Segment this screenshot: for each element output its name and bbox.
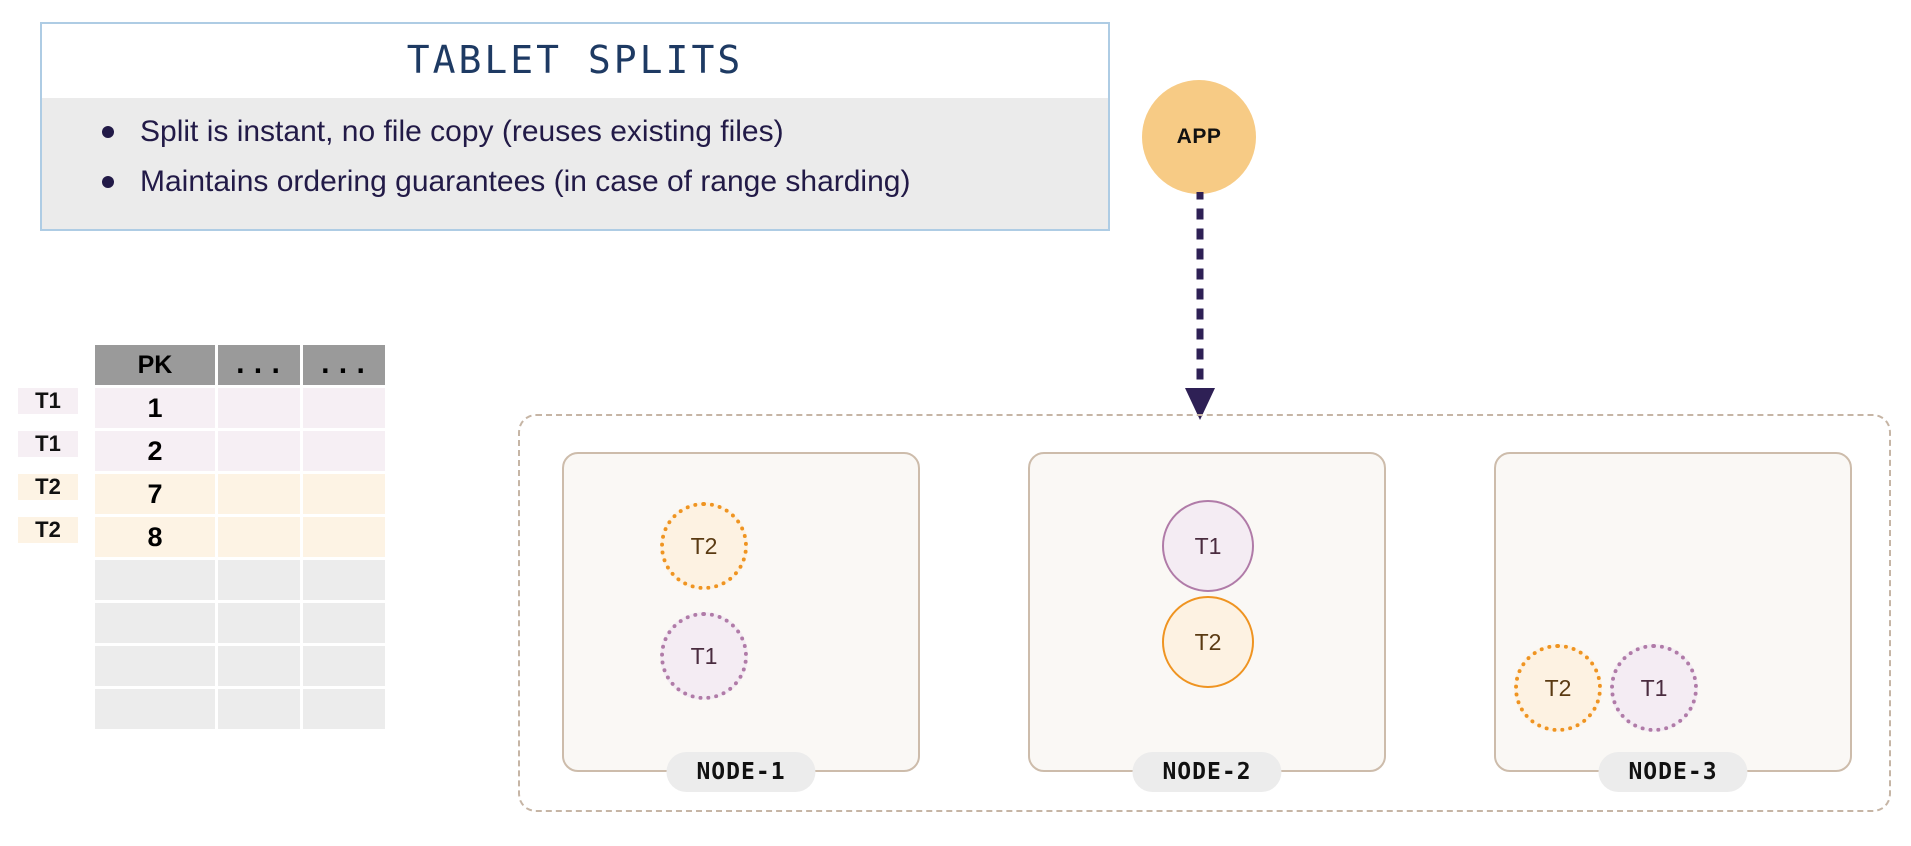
cell-blank	[218, 517, 300, 557]
cell-blank	[218, 689, 300, 729]
cell-pk: 2	[95, 431, 215, 471]
tag-column-spacer	[18, 689, 78, 729]
cell-pk: 1	[95, 388, 215, 428]
column-header-dots2: ...	[303, 345, 385, 385]
cell-blank	[218, 431, 300, 471]
bullet-text: Split is instant, no file copy (reuses e…	[140, 115, 784, 148]
bullet-list: Split is instant, no file copy (reuses e…	[42, 110, 1108, 205]
app-to-cluster-arrow-icon	[1185, 192, 1215, 420]
tablet-label: T1	[690, 642, 718, 669]
cell-blank	[95, 603, 215, 643]
tablet-label: T2	[690, 532, 718, 559]
cell-blank	[218, 388, 300, 428]
cell-blank	[303, 517, 385, 557]
cell-pk: 7	[95, 474, 215, 514]
column-header-pk: PK	[95, 345, 215, 385]
cell-blank	[303, 560, 385, 600]
cell-blank	[95, 646, 215, 686]
tag-column-spacer	[18, 560, 78, 600]
tablet-t1[interactable]: T1	[1610, 644, 1698, 732]
tablet-splits-panel: TABLET SPLITS Split is instant, no file …	[40, 22, 1110, 231]
tablet-t2[interactable]: T2	[660, 502, 748, 590]
row-tag: T2	[18, 474, 78, 500]
cell-blank	[303, 431, 385, 471]
cell-blank	[218, 603, 300, 643]
node-box-2[interactable]: T1 T2 NODE-2	[1028, 452, 1386, 792]
cell-pk: 8	[95, 517, 215, 557]
pk-table: PK ... ... T1 1 T1 2 T2 7 T2 8	[18, 345, 385, 732]
bullet-dot-icon	[102, 176, 114, 189]
cell-blank	[303, 689, 385, 729]
table-row: T2 7	[18, 474, 385, 514]
table-row: T1 1	[18, 388, 385, 428]
column-header-dots1: ...	[218, 345, 300, 385]
cell-blank	[303, 388, 385, 428]
tag-column-spacer	[18, 646, 78, 686]
cell-blank	[218, 560, 300, 600]
table-row: T1 2	[18, 431, 385, 471]
table-row: T2 8	[18, 517, 385, 557]
cell-blank	[218, 646, 300, 686]
table-row-empty	[18, 689, 385, 729]
cell-blank	[303, 603, 385, 643]
tablet-t1[interactable]: T1	[660, 612, 748, 700]
tag-column-spacer	[18, 345, 78, 385]
row-tag: T1	[18, 388, 78, 414]
row-tag: T1	[18, 431, 78, 457]
tablet-t2[interactable]: T2	[1162, 596, 1254, 688]
node-box-1[interactable]: T2 T1 NODE-1	[562, 452, 920, 792]
page-title: TABLET SPLITS	[42, 24, 1108, 98]
list-item: Maintains ordering guarantees (in case o…	[86, 160, 1074, 204]
table-row-empty	[18, 560, 385, 600]
cell-blank	[95, 689, 215, 729]
tag-column-spacer	[18, 603, 78, 643]
row-tag: T2	[18, 517, 78, 543]
cluster-boundary: T2 T1 NODE-1 T1 T2 NODE-2 T2 T1 NODE-3	[518, 414, 1891, 812]
table-row-empty	[18, 646, 385, 686]
node-label-3: NODE-3	[1598, 752, 1748, 792]
panel-body: Split is instant, no file copy (reuses e…	[42, 98, 1108, 229]
tablet-label: T1	[1640, 674, 1668, 701]
tablet-label: T2	[1194, 628, 1222, 655]
cell-blank	[218, 474, 300, 514]
bullet-text: Maintains ordering guarantees (in case o…	[140, 165, 911, 199]
table-row-empty	[18, 603, 385, 643]
list-item: Split is instant, no file copy (reuses e…	[86, 110, 1074, 154]
node-box-3[interactable]: T2 T1 NODE-3	[1494, 452, 1852, 792]
tablet-t1[interactable]: T1	[1162, 500, 1254, 592]
app-label: APP	[1176, 125, 1222, 148]
tablet-label: T1	[1194, 532, 1222, 559]
bullet-dot-icon	[102, 126, 114, 138]
cell-blank	[303, 646, 385, 686]
tablet-label: T2	[1544, 674, 1572, 701]
tablet-t2[interactable]: T2	[1514, 644, 1602, 732]
cell-blank	[303, 474, 385, 514]
node-label-1: NODE-1	[666, 752, 816, 792]
node-label-2: NODE-2	[1132, 752, 1282, 792]
cell-blank	[95, 560, 215, 600]
app-node[interactable]: APP	[1142, 80, 1256, 194]
table-header-row: PK ... ...	[18, 345, 385, 385]
